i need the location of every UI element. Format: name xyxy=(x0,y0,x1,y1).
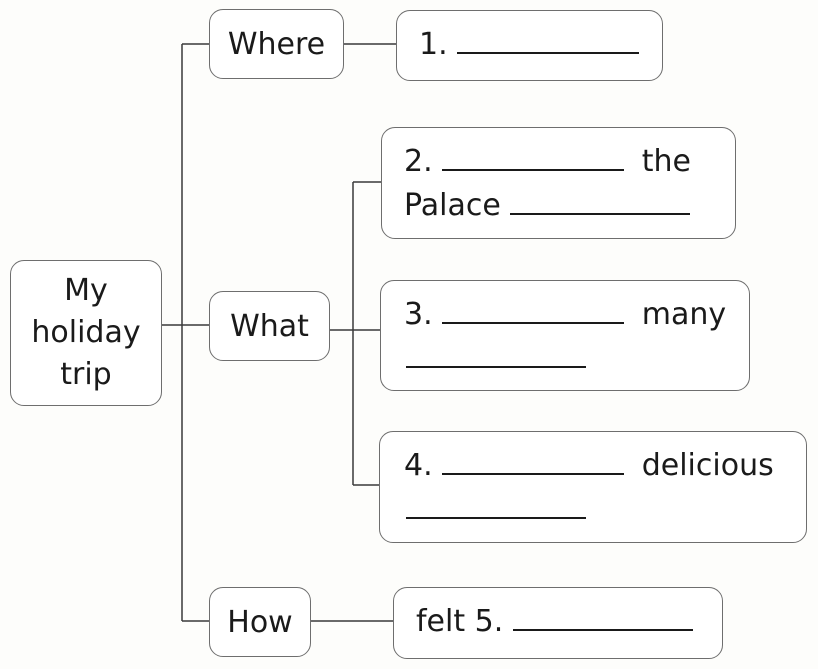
answer-4-blank-b[interactable] xyxy=(406,491,586,519)
root-line-1: My xyxy=(64,273,108,308)
root-node-my-holiday-trip: My holiday trip xyxy=(10,260,162,406)
answer-1-number: 1. xyxy=(419,27,448,62)
answer-box-5: felt 5. xyxy=(393,587,723,659)
answer-3-blank-a[interactable] xyxy=(442,296,625,324)
answer-4-word-delicious: delicious xyxy=(641,448,774,483)
root-line-3: trip xyxy=(60,357,112,392)
answer-2-number: 2. xyxy=(404,144,433,179)
answer-5-number: 5. xyxy=(474,604,504,639)
answer-box-2: 2. the Palace xyxy=(381,127,736,239)
answer-5-word-felt: felt xyxy=(416,604,466,639)
answer-2-blank-b[interactable] xyxy=(510,187,691,215)
answer-3-number: 3. xyxy=(404,297,433,332)
branch-label-what: What xyxy=(230,308,309,344)
branch-node-how: How xyxy=(209,587,311,657)
answer-3-blank-b[interactable] xyxy=(406,340,586,368)
answer-4-blank-a[interactable] xyxy=(442,447,625,475)
answer-2-word-the: the xyxy=(641,144,691,179)
answer-2-word-palace: Palace xyxy=(404,188,501,223)
answer-3-word-many: many xyxy=(641,297,727,332)
answer-box-3: 3. many xyxy=(380,280,750,391)
answer-2-blank-a[interactable] xyxy=(442,143,625,171)
answer-box-4: 4. delicious xyxy=(379,431,807,543)
answer-box-1: 1. xyxy=(396,10,663,81)
answer-5-blank[interactable] xyxy=(512,603,693,631)
branch-label-how: How xyxy=(227,604,293,640)
branch-node-what: What xyxy=(209,291,330,361)
branch-node-where: Where xyxy=(209,9,344,79)
answer-1-blank[interactable] xyxy=(457,26,640,54)
answer-4-number: 4. xyxy=(404,448,433,483)
root-line-2: holiday xyxy=(31,315,141,350)
branch-label-where: Where xyxy=(227,26,326,62)
